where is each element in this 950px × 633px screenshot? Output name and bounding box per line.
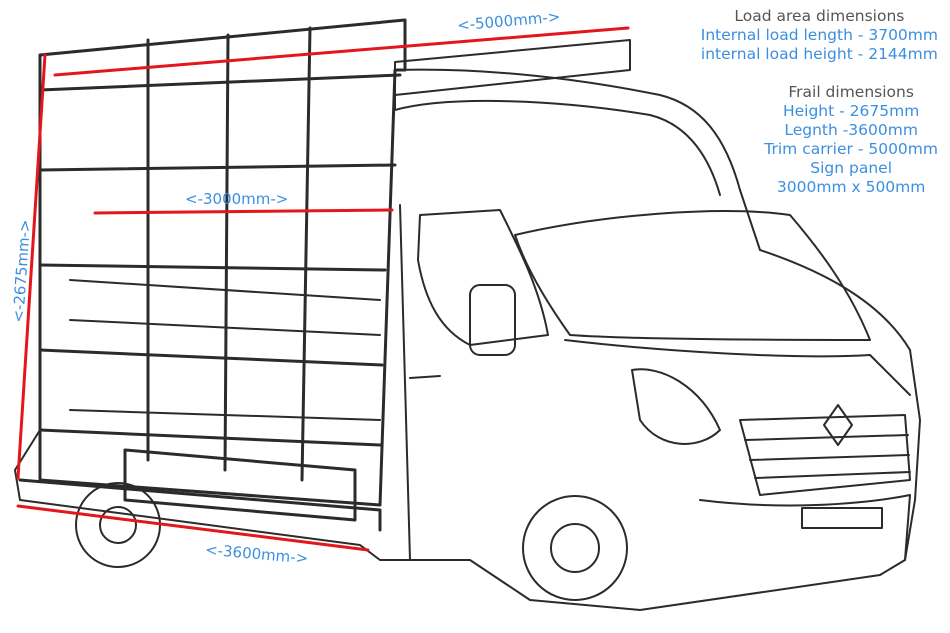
frail-heading: Frail dimensions (788, 83, 914, 101)
license-plate (801, 507, 883, 529)
top-length-line (53, 26, 630, 77)
headlight (631, 368, 721, 445)
van-body-outline (14, 68, 921, 611)
hood (564, 339, 911, 396)
frail-line: Sign panel (810, 159, 893, 177)
door-handle (409, 375, 441, 379)
front-wheel (522, 495, 628, 601)
frail-upright-3 (300, 26, 312, 482)
bottom-length-line (16, 504, 370, 552)
height-line (16, 53, 47, 480)
mid-length-line (93, 208, 394, 215)
frail-info: Frail dimensions Height - 2675mm Legnth … (764, 83, 938, 197)
frail-rail-3 (38, 263, 387, 272)
frail-outline (38, 18, 407, 507)
brand-emblem (823, 404, 853, 446)
frail-rail-2 (38, 163, 397, 172)
van-roof-line (394, 69, 721, 196)
frail-lower-box (123, 448, 357, 522)
rear-wheel (75, 482, 161, 568)
front-wheel-hub (550, 523, 600, 573)
load-area-line: Internal load length - 3700mm (700, 26, 938, 44)
windshield (514, 210, 871, 341)
grille-bars (744, 434, 911, 479)
door-line (399, 204, 411, 561)
frail-rail-4 (38, 348, 384, 367)
load-area-line: internal load height - 2144mm (700, 45, 938, 63)
load-area-heading: Load area dimensions (734, 7, 905, 25)
frail-line: Legnth -3600mm (784, 121, 918, 139)
frail-top-rail (38, 73, 402, 92)
side-mirror (469, 284, 516, 356)
mid-length-label: <-3000mm-> (185, 190, 289, 208)
frail-line: Trim carrier - 5000mm (764, 140, 938, 158)
frail-line: 3000mm x 500mm (776, 178, 926, 196)
side-window (417, 209, 549, 346)
roof-rack (394, 39, 631, 96)
frail-upright-2 (223, 33, 230, 472)
grille (739, 414, 911, 496)
frail-base (18, 478, 382, 532)
frail-line: Height - 2675mm (782, 102, 920, 120)
rear-wheel-hub (99, 506, 137, 544)
front-bumper (699, 494, 911, 561)
frail-rail-5 (38, 428, 382, 447)
load-area-info: Load area dimensions Internal load lengt… (701, 7, 938, 64)
